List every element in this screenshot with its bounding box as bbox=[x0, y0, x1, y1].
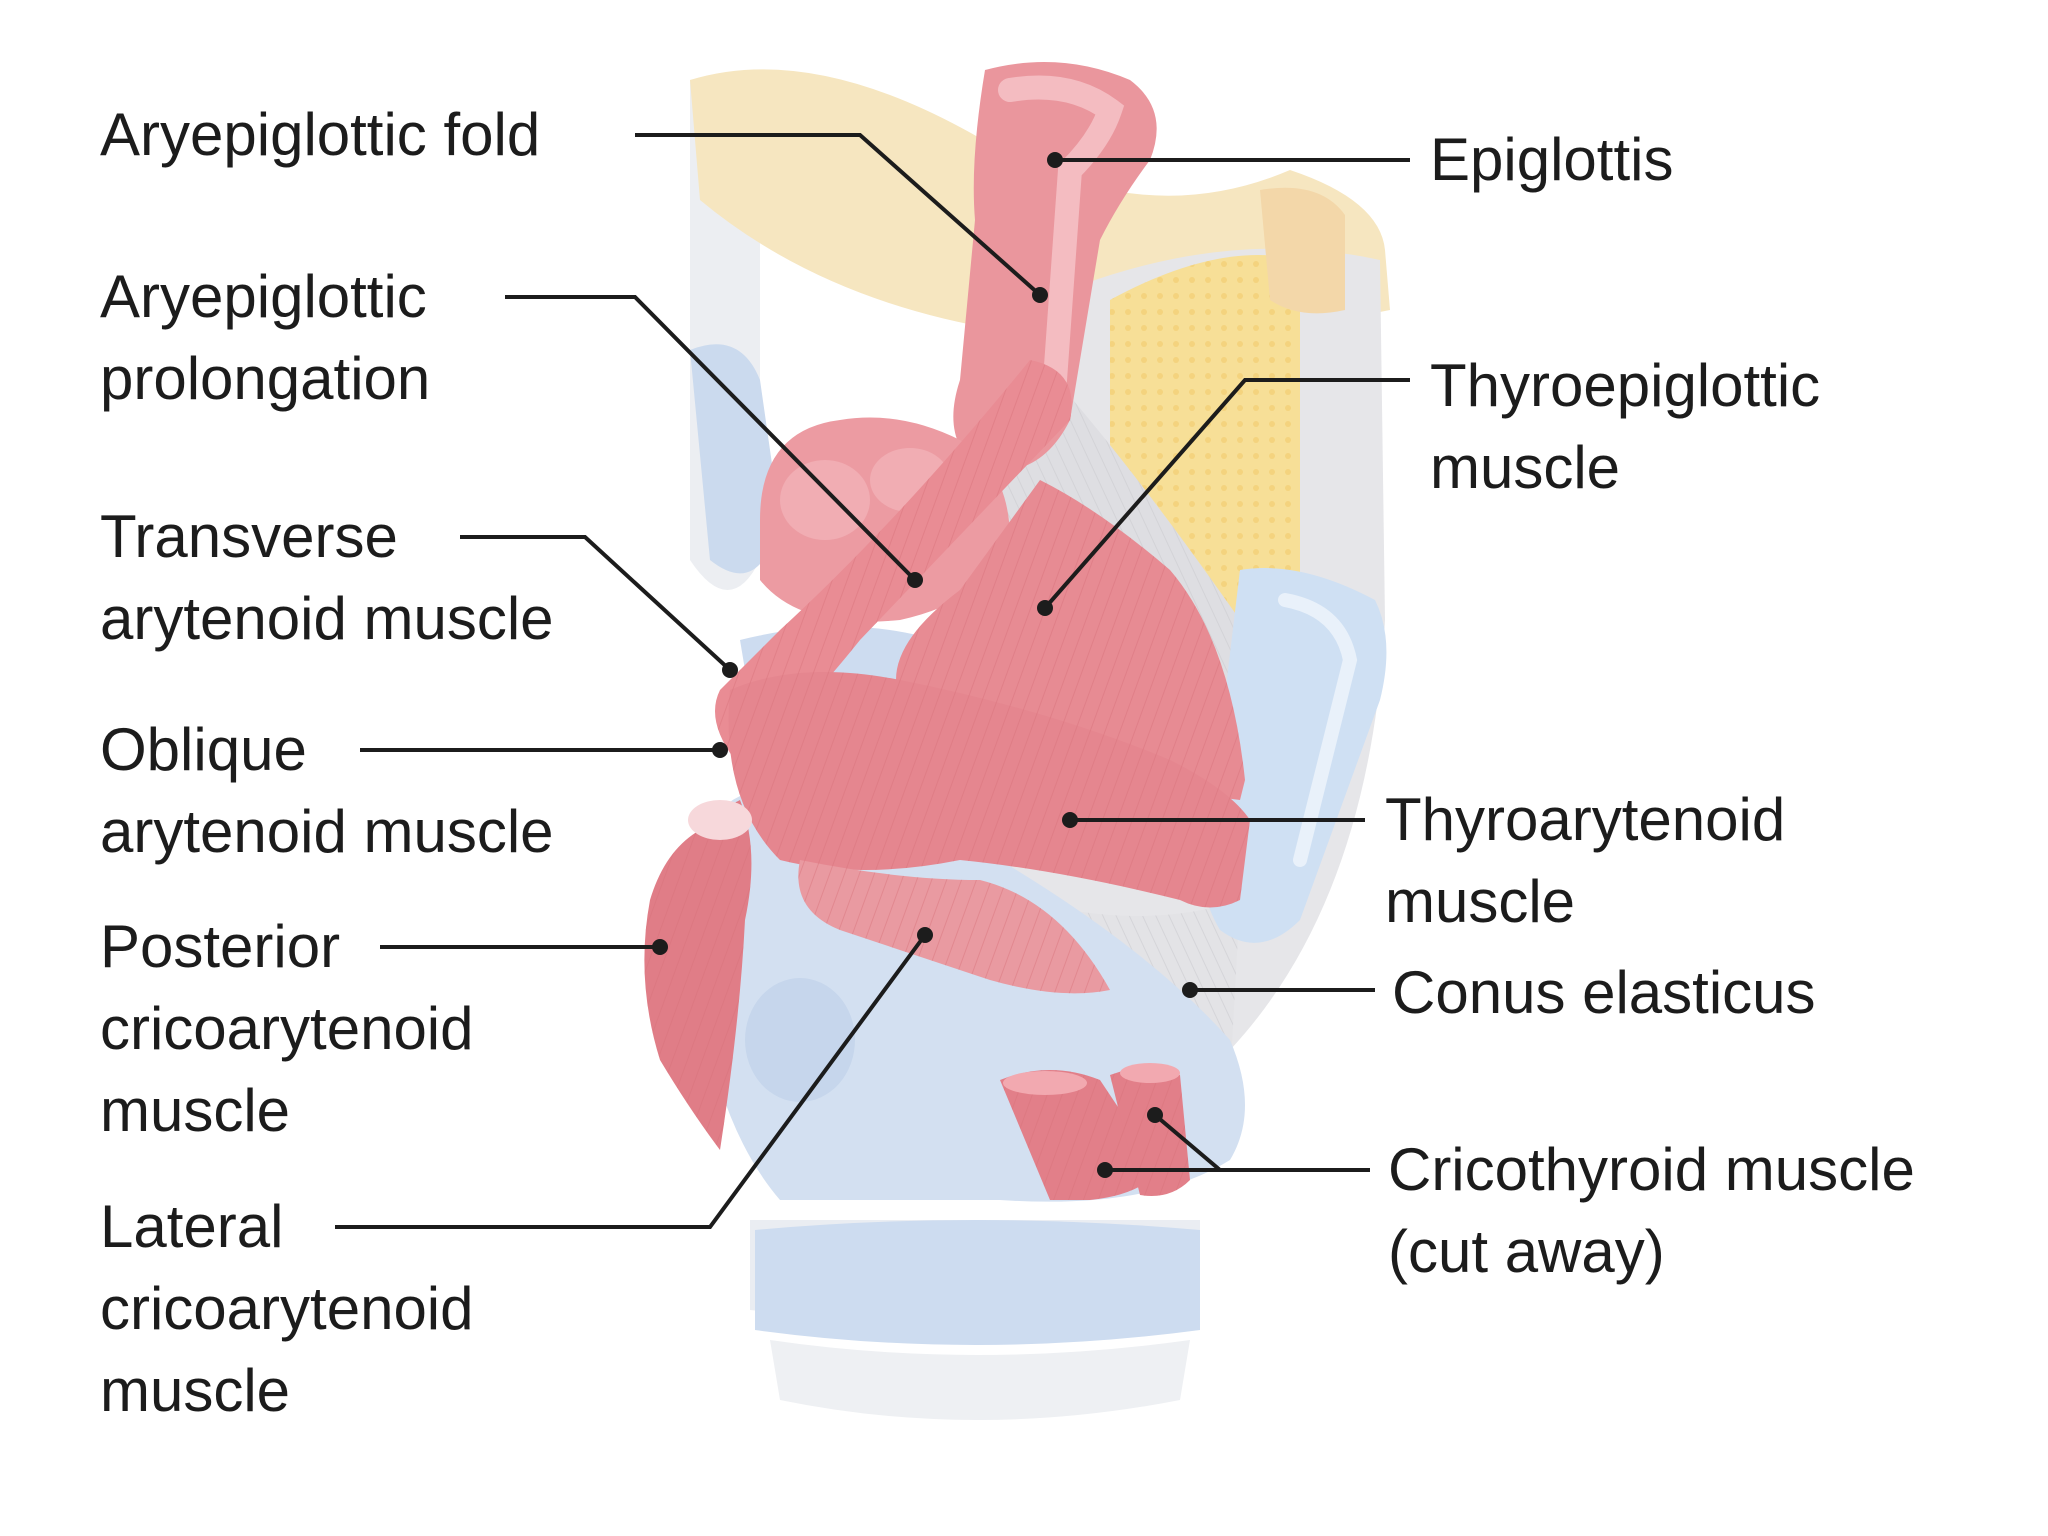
leader-dots bbox=[652, 152, 1198, 1178]
thyroid-cartilage-corner bbox=[1260, 187, 1345, 314]
label-thyroarytenoid-muscle: Thyroarytenoid muscle bbox=[1385, 786, 1786, 935]
thyroid-inferior-horn bbox=[1202, 568, 1387, 943]
label-lateral-cricoarytenoid-muscle: Lateral cricoarytenoid muscle bbox=[100, 1193, 474, 1424]
trachea-ring-bottom bbox=[770, 1340, 1190, 1420]
cricoarytenoid-joint bbox=[745, 978, 855, 1102]
label-thyroepiglottic-muscle: Thyroepiglottic muscle bbox=[1430, 352, 1821, 501]
label-aryepiglottic-prolongation: Aryepiglottic prolongation bbox=[100, 263, 431, 412]
label-cricothyroid-muscle: Cricothyroid muscle (cut away) bbox=[1388, 1136, 1915, 1285]
label-aryepiglottic-fold: Aryepiglottic fold bbox=[100, 101, 541, 168]
label-transverse-arytenoid-muscle: Transverse arytenoid muscle bbox=[100, 503, 554, 652]
arytenoid-apex bbox=[688, 800, 752, 840]
label-oblique-arytenoid-muscle: Oblique arytenoid muscle bbox=[100, 716, 554, 865]
label-conus-elasticus: Conus elasticus bbox=[1392, 959, 1816, 1026]
trachea-ring bbox=[755, 1220, 1200, 1345]
leader-aryepiglottic-fold bbox=[635, 133, 1042, 297]
leader-thyroepiglottic bbox=[1043, 378, 1410, 610]
label-epiglottis: Epiglottis bbox=[1430, 126, 1674, 193]
leader-aryepiglottic-prolongation bbox=[505, 295, 917, 582]
leader-lines bbox=[335, 133, 1410, 1229]
leader-lateral-cricoarytenoid bbox=[335, 933, 927, 1229]
cuneiform-cartilage bbox=[690, 344, 780, 574]
leader-transverse-arytenoid bbox=[460, 535, 732, 672]
label-posterior-cricoarytenoid-muscle: Posterior cricoarytenoid muscle bbox=[100, 913, 474, 1144]
